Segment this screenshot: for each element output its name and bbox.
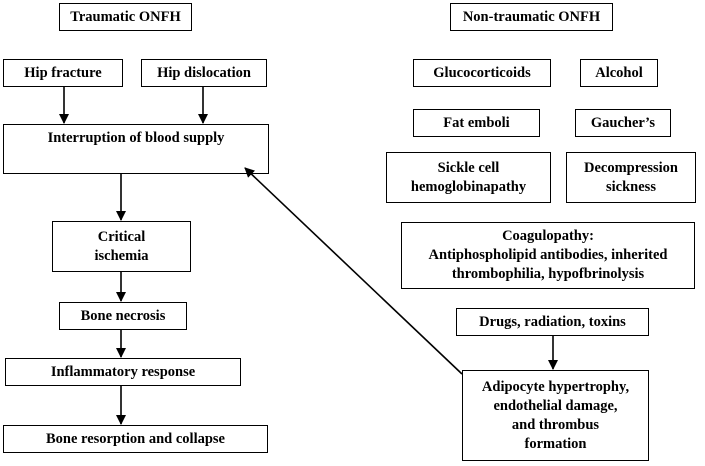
hip-fracture-box: Hip fracture [3, 59, 123, 87]
gauchers-box: Gaucher’s [575, 109, 671, 137]
decompression-sickness-label: Decompression sickness [584, 159, 678, 195]
fat-emboli-box: Fat emboli [413, 109, 540, 137]
hip-dislocation-box: Hip dislocation [141, 59, 267, 87]
adipocyte-hypertrophy-label: Adipocyte hypertrophy, endothelial damag… [481, 378, 630, 452]
traumatic-onfh-header-label: Traumatic ONFH [70, 8, 181, 25]
critical-ischemia-label: Critical ischemia [94, 228, 149, 264]
coagulopathy-box: Coagulopathy: Antiphospholipid antibodie… [401, 222, 695, 289]
bone-necrosis-label: Bone necrosis [80, 307, 166, 324]
bone-resorption-and-collapse-label: Bone resorption and collapse [46, 430, 225, 447]
drugs-radiation-toxins-label: Drugs, radiation, toxins [479, 313, 626, 330]
inflammatory-response-label: Inflammatory response [50, 363, 196, 380]
traumatic-onfh-header: Traumatic ONFH [59, 3, 192, 31]
non-traumatic-onfh-header: Non-traumatic ONFH [450, 3, 613, 31]
adipocyte-hypertrophy-box: Adipocyte hypertrophy, endothelial damag… [462, 370, 649, 461]
hip-dislocation-label: Hip dislocation [157, 64, 251, 81]
sickle-cell-hemoglobinapathy-box: Sickle cell hemoglobinapathy [386, 152, 551, 203]
arrow-adipocyte-to-interruption [244, 167, 463, 375]
bone-resorption-and-collapse-box: Bone resorption and collapse [3, 425, 268, 453]
interruption-of-blood-supply-box: Interruption of blood supply [3, 124, 269, 174]
interruption-of-blood-supply-label: Interruption of blood supply [47, 130, 225, 146]
hip-fracture-label: Hip fracture [24, 64, 102, 81]
alcohol-box: Alcohol [580, 59, 658, 87]
decompression-sickness-box: Decompression sickness [566, 152, 696, 203]
glucocorticoids-box: Glucocorticoids [413, 59, 551, 87]
inflammatory-response-box: Inflammatory response [5, 358, 241, 386]
alcohol-label: Alcohol [595, 64, 643, 81]
critical-ischemia-box: Critical ischemia [52, 221, 191, 272]
drugs-radiation-toxins-box: Drugs, radiation, toxins [456, 308, 649, 336]
coagulopathy-label: Coagulopathy: Antiphospholipid antibodie… [428, 228, 668, 282]
sickle-cell-hemoglobinapathy-label: Sickle cell hemoglobinapathy [410, 159, 527, 195]
glucocorticoids-label: Glucocorticoids [433, 64, 531, 81]
non-traumatic-onfh-header-label: Non-traumatic ONFH [462, 8, 601, 25]
fat-emboli-label: Fat emboli [443, 114, 510, 131]
gauchers-label: Gaucher’s [590, 114, 656, 131]
bone-necrosis-box: Bone necrosis [59, 302, 187, 330]
